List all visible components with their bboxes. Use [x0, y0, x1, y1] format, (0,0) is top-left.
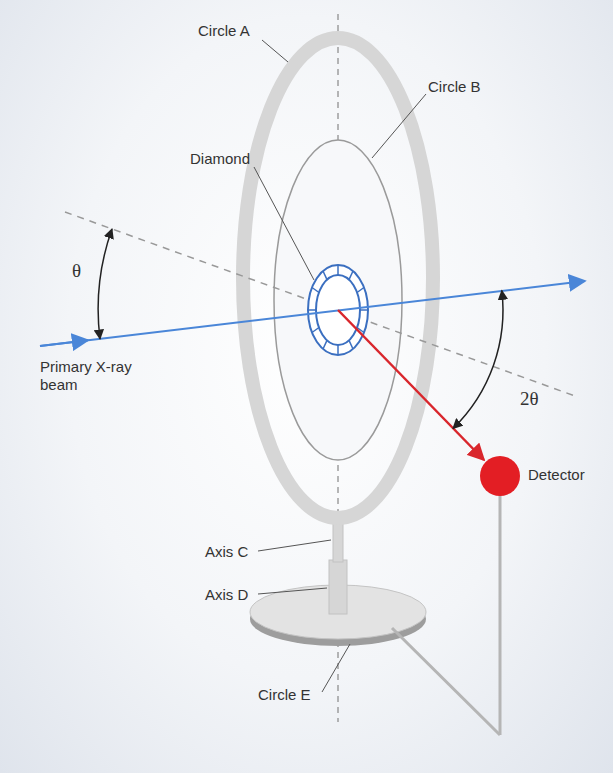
diffracted-beam — [338, 310, 484, 460]
part-label: Diamond — [190, 150, 250, 168]
diamond-facet — [323, 271, 327, 280]
detector-symbol — [480, 456, 520, 496]
diamond-facet — [337, 265, 339, 275]
axis-label: Axis D — [205, 586, 248, 604]
leader-lines — [254, 40, 426, 692]
circle-b-ring — [274, 140, 402, 460]
diamond-facet — [349, 271, 353, 280]
diamond-facet — [308, 309, 316, 311]
diamond-facet — [337, 345, 339, 355]
circle-e-arm — [392, 628, 500, 735]
beam-direction-arrow — [40, 340, 88, 346]
theta-arc — [98, 229, 112, 339]
angle-label: 2θ — [520, 388, 539, 411]
diamond-facet — [357, 288, 364, 293]
circle-a-ring — [243, 38, 433, 518]
diamond-facet — [349, 340, 353, 349]
diamond-facet — [312, 288, 319, 293]
two-theta-arc — [453, 291, 503, 429]
part-label: Circle B — [428, 78, 481, 96]
detector-pole — [499, 494, 502, 735]
axis-d-stem — [329, 560, 347, 614]
angle-label: θ — [72, 260, 81, 283]
part-label: Circle A — [198, 22, 250, 40]
diamond-facet — [360, 309, 368, 311]
axis-label: Axis C — [205, 543, 248, 561]
beam-label: Primary X-ray beam — [40, 358, 132, 394]
part-label: Circle E — [258, 686, 311, 704]
reference-line — [65, 212, 575, 396]
diamond-facet — [323, 340, 327, 349]
part-label: Detector — [528, 466, 585, 484]
diamond-facet — [312, 328, 319, 333]
